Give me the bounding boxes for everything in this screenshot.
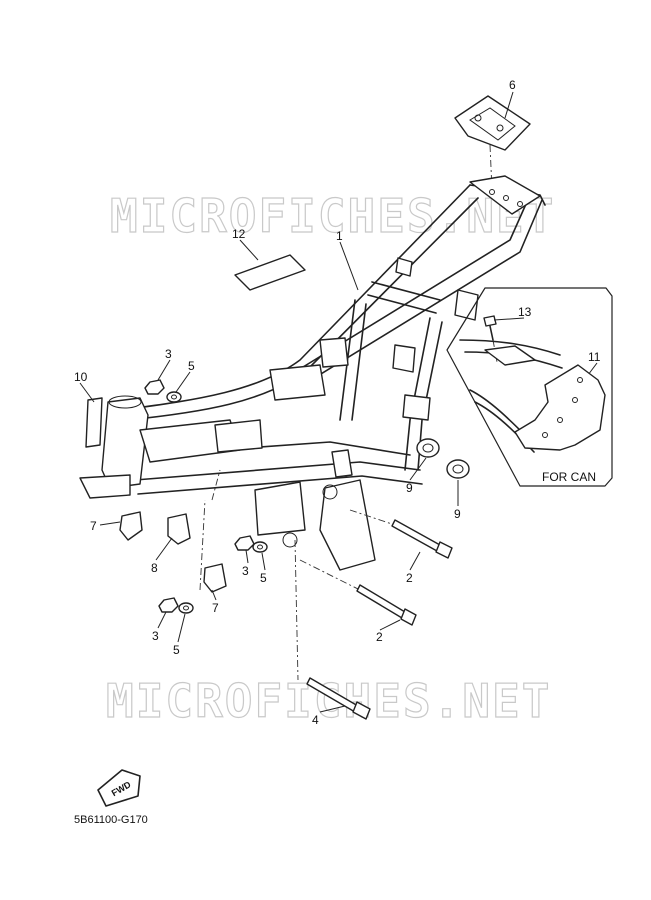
callout-7-mid: 7	[212, 601, 219, 615]
callout-5-low: 5	[173, 643, 180, 657]
for-can-label: FOR CAN	[542, 470, 596, 484]
part-10-13-labels	[85, 254, 306, 448]
callout-7-left: 7	[90, 519, 97, 533]
part-2-bolts	[299, 509, 453, 626]
for-can-inset: FOR CAN	[446, 287, 613, 487]
callout-5-mid: 5	[260, 571, 267, 585]
watermark-top: MICROFICHES.NET	[110, 189, 555, 243]
callout-12: 13	[518, 305, 532, 319]
callout-9-left: 9	[406, 481, 413, 495]
callout-11: 11	[588, 350, 601, 364]
callout-13: 12	[232, 227, 246, 241]
callout-10: 10	[74, 370, 88, 384]
callout-2-lower: 2	[376, 630, 383, 644]
fwd-arrow-icon: FWD	[97, 769, 141, 807]
callout-9-right: 9	[454, 507, 461, 521]
callout-8: 8	[151, 561, 158, 575]
main-frame	[79, 175, 546, 571]
part-4-bolt	[294, 539, 371, 720]
diagram-code: 5B61100-G170	[74, 814, 148, 826]
callout-1: 1	[336, 229, 343, 243]
watermark-bottom: MICROFICHES.NET	[106, 674, 551, 728]
part-3-5-fasteners	[144, 379, 268, 614]
part-6-bracket	[454, 95, 531, 191]
callout-6: 6	[509, 78, 516, 92]
callout-3-mid: 3	[242, 564, 249, 578]
callout-3-low: 3	[152, 629, 159, 643]
callout-5-top: 5	[188, 359, 195, 373]
callout-4: 4	[312, 713, 319, 727]
callout-3-top: 3	[165, 347, 172, 361]
callout-2-upper: 2	[406, 571, 413, 585]
part-7-8-clamps	[119, 511, 227, 593]
part-9-bushings	[416, 438, 470, 479]
